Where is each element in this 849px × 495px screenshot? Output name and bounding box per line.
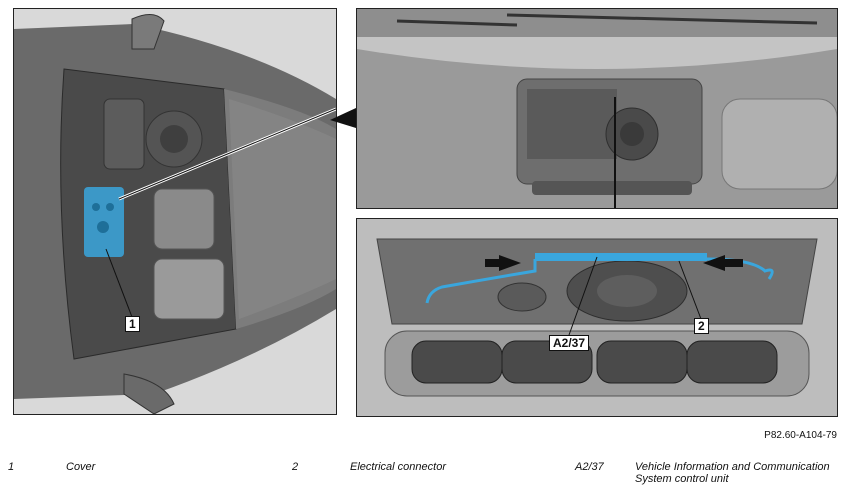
legend-2-text: Electrical connector xyxy=(350,461,446,473)
cable-left xyxy=(425,259,537,304)
legend-1-number: 1 xyxy=(8,461,15,473)
arrow-left xyxy=(703,255,743,271)
vehicle-overview-illustration xyxy=(14,9,336,414)
callout-2: 2 xyxy=(694,318,709,334)
dashboard-illustration xyxy=(357,9,837,208)
legend-3-number: A2/37 xyxy=(575,461,604,473)
callout-1: 1 xyxy=(125,316,140,332)
control-unit-highlight xyxy=(535,253,707,261)
control-unit-detail-panel: A2/37 2 xyxy=(356,218,838,417)
legend-3-text: Vehicle Information and Communication Sy… xyxy=(635,461,830,485)
control-unit-illustration xyxy=(357,219,837,416)
legend-1-text: Cover xyxy=(66,461,96,473)
vehicle-overview-panel: 1 xyxy=(13,8,337,415)
figure-reference-code: P82.60-A104-79 xyxy=(764,430,837,441)
callout-a2-37: A2/37 xyxy=(549,335,590,351)
zoom-pointer xyxy=(330,108,356,128)
dashboard-view-panel xyxy=(356,8,838,209)
arrow-right xyxy=(485,255,521,271)
legend-2-number: 2 xyxy=(292,461,299,473)
